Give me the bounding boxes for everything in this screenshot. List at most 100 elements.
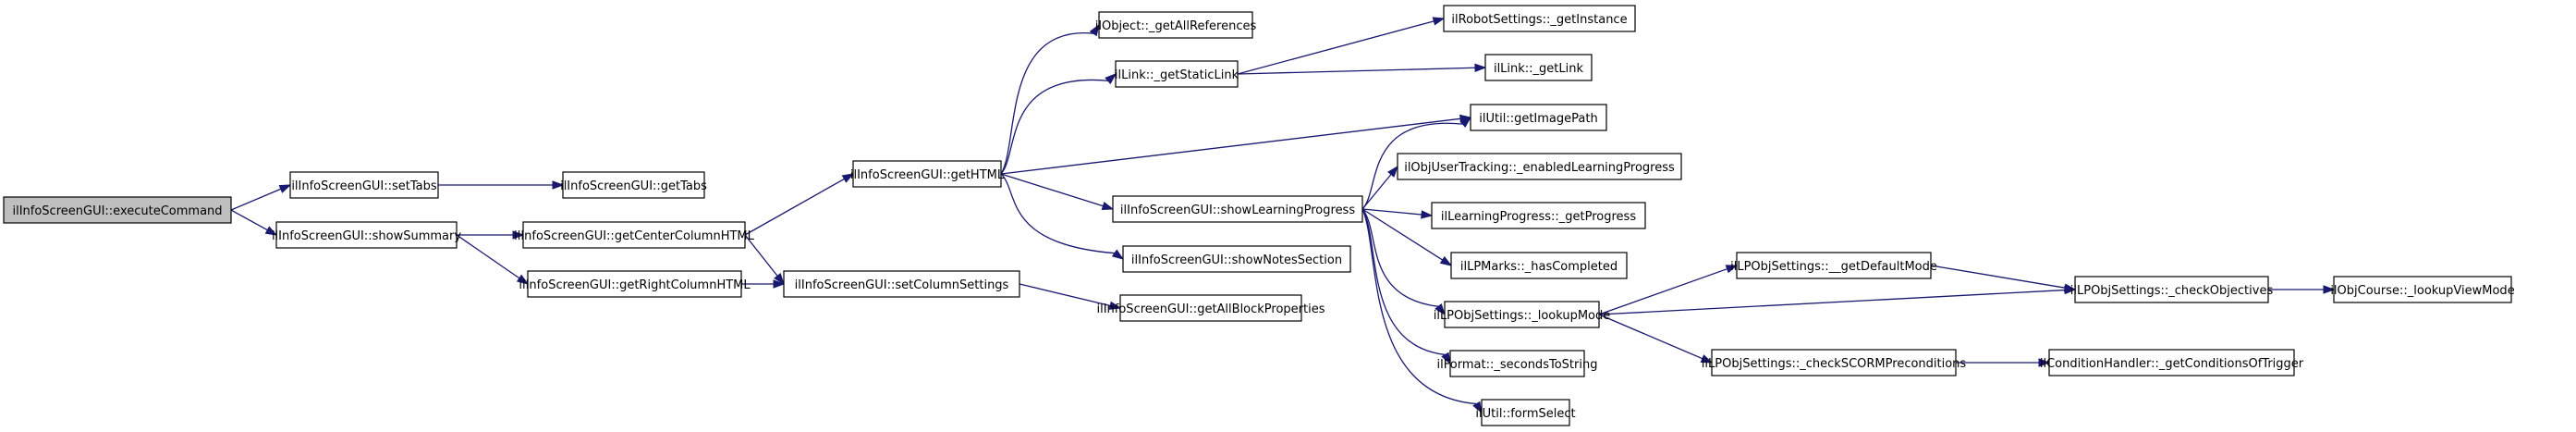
edge-lookup-mode-to-get-default-mode (1598, 265, 1739, 315)
edge-get-default-mode-to-check-objectives (1930, 265, 2077, 292)
node-execute-command[interactable]: ilInfoScreenGUI::executeCommand (3, 196, 232, 224)
node-get-all-block-properties[interactable]: ilInfoScreenGUI::getAllBlockProperties (1096, 294, 1325, 322)
node-box (289, 171, 439, 199)
arrowhead-icon (278, 184, 292, 193)
node-lookup-mode[interactable]: ilLPObjSettings::_lookupMode (1434, 301, 1611, 328)
node-box (1444, 301, 1600, 328)
edge-lookup-mode-to-check-scorm (1598, 314, 1714, 364)
node-form-select[interactable]: ilUtil::formSelect (1475, 399, 1576, 426)
node-box (2074, 276, 2269, 303)
node-label: ilObject::_getAllReferences (1095, 19, 1257, 33)
edge-show-learning-progress-to-lookup-mode (1361, 208, 1446, 316)
node-label: ilInfoScreenGUI::setTabs (291, 179, 437, 193)
arrowhead-icon (1700, 354, 1714, 364)
node-box (1112, 195, 1363, 223)
arrowhead-icon (1459, 117, 1472, 129)
edge-show-learning-progress-to-form-select (1361, 208, 1483, 414)
node-get-tabs[interactable]: ilInfoScreenGUI::getTabs (560, 171, 707, 199)
arrowhead-icon (264, 226, 278, 236)
node-box (2048, 349, 2295, 376)
node-box (1098, 11, 1253, 39)
node-box (562, 171, 705, 199)
node-has-completed[interactable]: ilLPMarks::_hasCompleted (1450, 252, 1628, 279)
node-label: ilLearningProgress::_getProgress (1441, 210, 1636, 224)
node-get-html[interactable]: ilInfoScreenGUI::getHTML (850, 160, 1005, 188)
arrowhead-icon (1089, 23, 1100, 37)
edge-set-tabs-to-get-tabs (438, 180, 565, 190)
node-box (1122, 245, 1351, 273)
node-get-image-path[interactable]: ilUtil::getImagePath (1470, 104, 1607, 131)
node-seconds-to-string[interactable]: ilFormat::_secondsToString (1437, 350, 1598, 377)
edge-get-center-column-html-to-set-column-settings (744, 234, 785, 286)
node-box (522, 221, 746, 249)
edge-get-html-to-show-learning-progress (1000, 173, 1115, 211)
node-box (1397, 153, 1682, 180)
node-label: ilInfoScreenGUI::executeCommand (12, 204, 222, 218)
node-label: ilInfoScreenGUI::getCenterColumnHTML (514, 229, 755, 243)
node-label: ilLPObjSettings::__getDefaultMode (1730, 260, 1937, 274)
node-label: ilLPObjSettings::_lookupMode (1434, 309, 1611, 323)
arrowhead-icon (2063, 283, 2077, 292)
node-label: ilObjUserTracking::_enabledLearningProgr… (1404, 161, 1675, 175)
node-box (1443, 5, 1636, 32)
node-lookup-view-mode[interactable]: ilObjCourse::_lookupViewMode (2330, 276, 2515, 303)
node-set-column-settings[interactable]: ilInfoScreenGUI::setColumnSettings (783, 270, 1020, 298)
arrowhead-icon (841, 173, 855, 183)
arrowhead-icon (512, 230, 525, 240)
node-set-tabs[interactable]: ilInfoScreenGUI::setTabs (289, 171, 439, 199)
node-get-center-column-html[interactable]: ilInfoScreenGUI::getCenterColumnHTML (514, 221, 755, 249)
edge-show-learning-progress-to-get-progress (1361, 208, 1434, 219)
edge-show-summary-to-get-center-column-html (457, 230, 525, 240)
edge-execute-command-to-show-summary (230, 209, 278, 236)
node-label: ilInfoScreenGUI::showSummary (272, 229, 461, 243)
arrowhead-icon (1387, 165, 1398, 178)
node-box (783, 270, 1020, 298)
edge-show-learning-progress-to-seconds-to-string (1361, 208, 1451, 365)
node-show-summary[interactable]: ilInfoScreenGUI::showSummary (272, 221, 461, 249)
node-robot-get-instance[interactable]: ilRobotSettings::_getInstance (1443, 5, 1636, 32)
node-label: ilObjCourse::_lookupViewMode (2330, 284, 2514, 298)
node-box (1450, 252, 1628, 279)
node-check-objectives[interactable]: ilLPObjSettings::_checkObjectives (2070, 276, 2274, 303)
node-label: ilInfoScreenGUI::getAllBlockProperties (1096, 302, 1325, 316)
node-get-link[interactable]: ilLink::_getLink (1484, 54, 1593, 81)
arrowhead-icon (1474, 63, 1487, 73)
node-label: ilRobotSettings::_getInstance (1451, 13, 1627, 27)
arrowhead-icon (2038, 358, 2051, 367)
node-enabled-lp[interactable]: ilObjUserTracking::_enabledLearningProgr… (1397, 153, 1682, 180)
edge-show-summary-to-get-right-column-html (456, 234, 530, 285)
edge-get-center-column-html-to-get-html (744, 173, 855, 236)
node-box (852, 160, 1002, 188)
node-box (1449, 350, 1585, 377)
edge-get-static-link-to-get-link (1237, 63, 1487, 75)
node-label: ilInfoScreenGUI::setColumnSettings (795, 278, 1009, 292)
node-label: ilConditionHandler::_getConditionsOfTrig… (2040, 357, 2304, 371)
node-box (1431, 202, 1646, 229)
node-get-default-mode[interactable]: ilLPObjSettings::__getDefaultMode (1730, 252, 1937, 279)
edge-lookup-mode-to-check-objectives (1598, 285, 2077, 315)
node-label: ilInfoScreenGUI::showLearningProgress (1120, 204, 1355, 217)
node-get-static-link[interactable]: ilLink::_getStaticLink (1115, 60, 1239, 88)
node-box (527, 270, 742, 298)
edges-layer (230, 17, 2336, 414)
node-show-notes-section[interactable]: ilInfoScreenGUI::showNotesSection (1122, 245, 1351, 273)
arrowhead-icon (1111, 249, 1125, 260)
arrowhead-icon (774, 273, 785, 286)
node-label: ilInfoScreenGUI::showNotesSection (1131, 253, 1342, 267)
arrowhead-icon (1432, 17, 1446, 26)
node-check-scorm[interactable]: ilLPObjSettings::_checkSCORMPrecondition… (1702, 349, 1967, 376)
node-show-learning-progress[interactable]: ilInfoScreenGUI::showLearningProgress (1112, 195, 1363, 223)
node-box (2333, 276, 2512, 303)
node-box (1470, 104, 1607, 131)
node-label: ilLPMarks::_hasCompleted (1460, 260, 1618, 274)
edge-execute-command-to-set-tabs (230, 184, 292, 211)
node-get-right-column-html[interactable]: ilInfoScreenGUI::getRightColumnHTML (519, 270, 751, 298)
arrowhead-icon (1105, 73, 1117, 85)
node-box (1736, 252, 1932, 279)
arrowhead-icon (552, 180, 565, 190)
node-get-all-references[interactable]: ilObject::_getAllReferences (1095, 11, 1257, 39)
node-get-progress[interactable]: ilLearningProgress::_getProgress (1431, 202, 1646, 229)
node-label: ilUtil::formSelect (1475, 407, 1575, 421)
node-get-conditions[interactable]: ilConditionHandler::_getConditionsOfTrig… (2040, 349, 2304, 376)
node-label: ilUtil::getImagePath (1479, 112, 1597, 126)
